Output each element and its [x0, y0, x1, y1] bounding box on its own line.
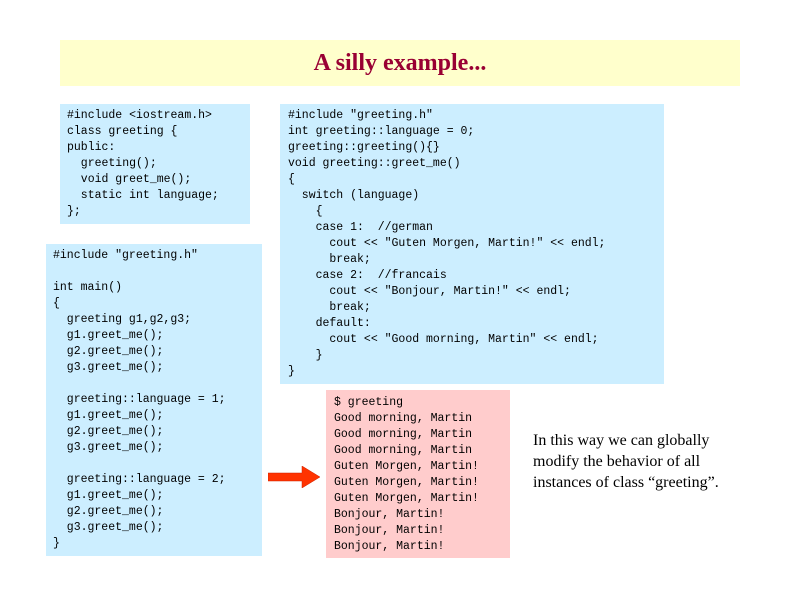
program-output: $ greeting Good morning, Martin Good mor… — [326, 390, 510, 558]
explanation-note: In this way we can globally modify the b… — [533, 430, 773, 493]
slide-title: A silly example... — [313, 49, 487, 76]
right-arrow-icon — [268, 466, 320, 488]
note-line: instances of class “greeting”. — [533, 474, 719, 491]
note-line: In this way we can globally — [533, 432, 710, 449]
implementation-code: #include "greeting.h" int greeting::lang… — [280, 104, 664, 384]
class-declaration-code: #include <iostream.h> class greeting { p… — [60, 104, 250, 224]
main-program-code: #include "greeting.h" int main() { greet… — [46, 244, 262, 556]
title-banner: A silly example... — [60, 40, 740, 86]
note-line: modify the behavior of all — [533, 453, 701, 470]
